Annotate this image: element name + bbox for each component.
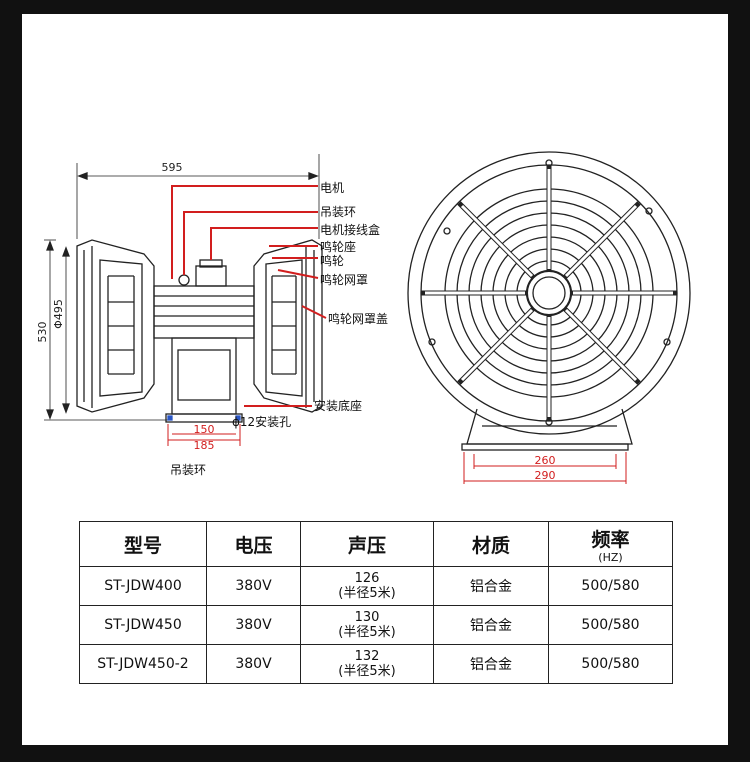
callout-mounting-hole: ϕ12安装孔 — [232, 414, 291, 429]
callout-lifting-ring: 吊装环 — [320, 205, 356, 219]
table-row: ST-JDW400 380V 126 (半径5米) 铝合金 500/580 — [79, 566, 673, 606]
header-frequency: 频率 (HZ) — [548, 521, 673, 567]
callout-mounting-base: 安装底座 — [314, 398, 362, 413]
side-base-dims — [167, 424, 241, 446]
dim-diameter-label: Φ495 — [52, 299, 65, 329]
technical-drawing: 595 530 Φ495 150 185 260 290 吊装环 电机 吊装环 … — [36, 151, 691, 484]
cell-material: 铝合金 — [433, 605, 549, 645]
callout-wheel: 鸣轮 — [320, 253, 344, 268]
cell-material: 铝合金 — [433, 566, 549, 606]
cell-spl-note: (半径5米) — [338, 586, 396, 601]
table-row: ST-JDW450 380V 130 (半径5米) 铝合金 500/580 — [79, 605, 673, 645]
front-view — [407, 151, 691, 451]
callout-wheel-seat: 鸣轮座 — [320, 239, 356, 254]
cell-model: ST-JDW450 — [79, 605, 207, 645]
front-base-dims — [463, 452, 627, 484]
header-material: 材质 — [433, 521, 549, 567]
spec-table: 型号 电压 声压 材质 频率 (HZ) ST-JDW400 380V 126 (… — [79, 521, 673, 684]
cell-spl: 132 (半径5米) — [300, 644, 434, 684]
cell-spl-value: 130 — [354, 610, 380, 625]
header-frequency-unit: (HZ) — [598, 550, 623, 564]
dim-150-label: 150 — [194, 423, 215, 436]
dim-width-label: 595 — [162, 161, 183, 174]
callout-junction-box: 电机接线盒 — [320, 222, 380, 237]
cell-spl: 130 (半径5米) — [300, 605, 434, 645]
header-spl: 声压 — [300, 521, 434, 567]
cell-spl: 126 (半径5米) — [300, 566, 434, 606]
diagram-caption: 吊装环 — [170, 463, 206, 477]
callout-lines — [171, 185, 327, 407]
dim-185-label: 185 — [194, 439, 215, 452]
cell-material: 铝合金 — [433, 644, 549, 684]
callout-motor: 电机 — [320, 181, 344, 195]
table-row: ST-JDW450-2 380V 132 (半径5米) 铝合金 500/580 — [79, 644, 673, 684]
dim-290-label: 290 — [535, 469, 556, 482]
cell-voltage: 380V — [206, 644, 301, 684]
cell-voltage: 380V — [206, 605, 301, 645]
header-voltage: 电压 — [206, 521, 301, 567]
callout-wheel-guard-cover: 鸣轮网罩盖 — [328, 311, 388, 326]
side-view — [44, 154, 323, 423]
cell-spl-note: (半径5米) — [338, 625, 396, 640]
callout-wheel-guard: 鸣轮网罩 — [320, 272, 368, 287]
cell-frequency: 500/580 — [548, 644, 673, 684]
cell-frequency: 500/580 — [548, 605, 673, 645]
header-model: 型号 — [79, 521, 207, 567]
dim-height-label: 530 — [36, 322, 49, 343]
cell-spl-value: 126 — [354, 571, 380, 586]
table-header-row: 型号 电压 声压 材质 频率 (HZ) — [79, 521, 673, 567]
header-frequency-label: 频率 — [591, 528, 630, 551]
cell-voltage: 380V — [206, 566, 301, 606]
spec-sheet: 595 530 Φ495 150 185 260 290 吊装环 电机 吊装环 … — [22, 14, 728, 745]
cell-spl-value: 132 — [354, 649, 380, 664]
cell-spl-note: (半径5米) — [338, 664, 396, 679]
dim-260-label: 260 — [535, 454, 556, 467]
cell-frequency: 500/580 — [548, 566, 673, 606]
cell-model: ST-JDW450-2 — [79, 644, 207, 684]
cell-model: ST-JDW400 — [79, 566, 207, 606]
